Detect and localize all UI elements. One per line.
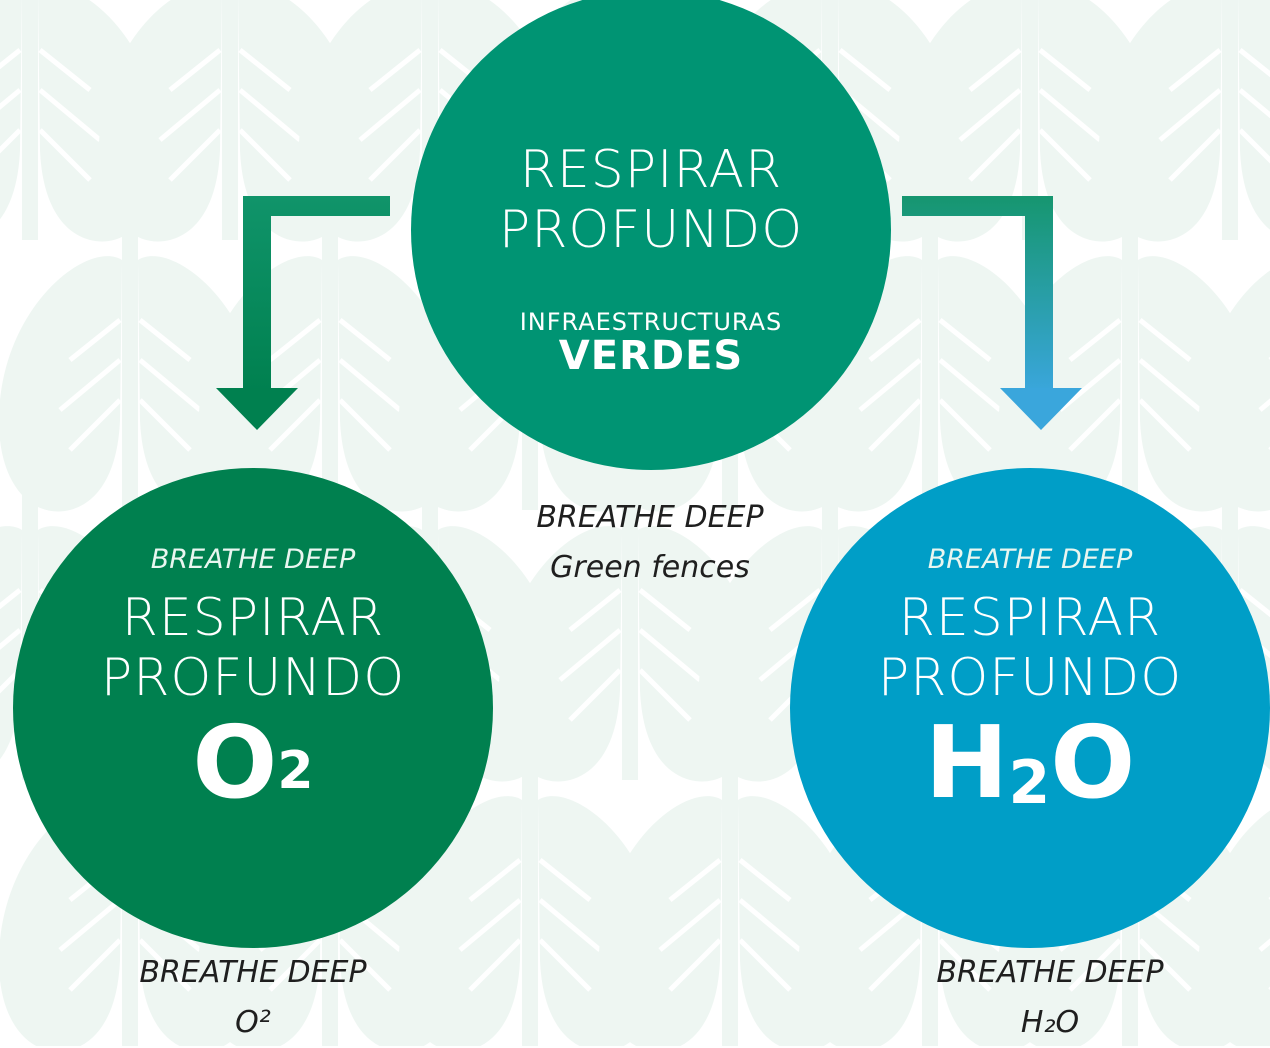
right-caption-line1: BREATHE DEEP [936, 955, 1164, 990]
right-tagline: BREATHE DEEP [927, 544, 1133, 575]
right-formula: H2O [790, 708, 1270, 819]
right-formula-sub: 2 [1008, 748, 1051, 818]
top-title-line2: PROFUNDO [498, 200, 804, 260]
top-caption-line2: Green fences [550, 550, 750, 585]
left-caption: BREATHE DEEP O² [83, 948, 423, 1048]
top-circle-green-infrastructures: RESPIRAR PROFUNDO INFRAESTRUCTURAS VERDE… [411, 0, 891, 470]
top-caption-line1: BREATHE DEEP [536, 500, 764, 535]
right-title: RESPIRAR PROFUNDO [790, 588, 1270, 708]
left-circle-oxygen: BREATHE DEEP RESPIRAR PROFUNDO O2 [13, 468, 493, 948]
left-title-line2: PROFUNDO [100, 648, 406, 708]
right-caption: BREATHE DEEP H₂O [880, 948, 1220, 1048]
left-title-line1: RESPIRAR [121, 588, 385, 648]
top-subtitle-small: INFRAESTRUCTURAS [519, 308, 783, 336]
right-arrow [902, 196, 1082, 430]
left-formula-base: O [192, 704, 278, 821]
top-title-line1: RESPIRAR [519, 140, 783, 200]
right-title-line1: RESPIRAR [898, 588, 1162, 648]
left-formula-sup: 2 [277, 741, 314, 801]
top-title: RESPIRAR PROFUNDO [411, 140, 891, 260]
left-formula: O2 [13, 708, 493, 818]
left-tagline: BREATHE DEEP [150, 544, 356, 575]
right-circle-water: BREATHE DEEP RESPIRAR PROFUNDO H2O [790, 468, 1270, 948]
top-subtitle: INFRAESTRUCTURAS VERDES [411, 308, 891, 376]
top-caption: BREATHE DEEP Green fences [480, 493, 820, 593]
left-title: RESPIRAR PROFUNDO [13, 588, 493, 708]
left-caption-line2: O² [235, 1005, 271, 1040]
top-subtitle-big: VERDES [558, 333, 744, 379]
left-caption-line1: BREATHE DEEP [139, 955, 367, 990]
right-caption-line2: H₂O [1020, 1005, 1080, 1040]
right-formula-a: H [924, 704, 1009, 821]
right-title-line2: PROFUNDO [877, 648, 1183, 708]
left-arrow [216, 196, 390, 430]
right-formula-b: O [1050, 704, 1136, 821]
